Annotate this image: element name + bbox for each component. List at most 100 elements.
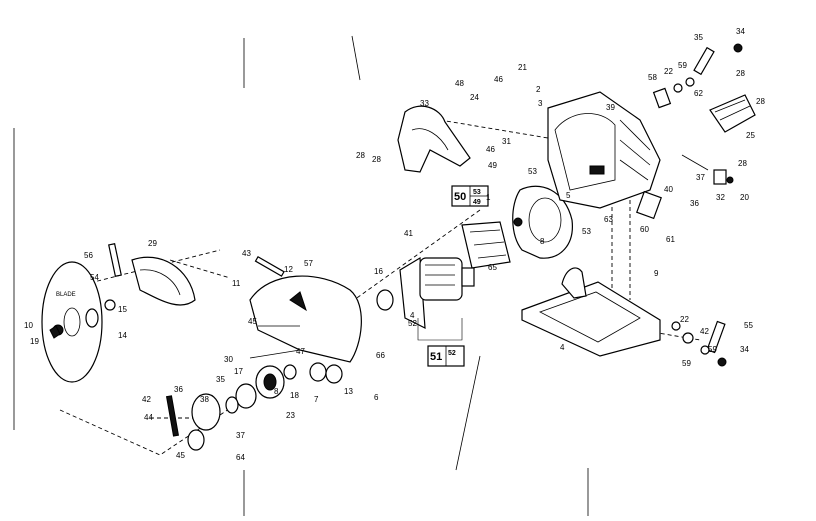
- part-label-18: 18: [290, 391, 299, 400]
- part-label-49: 49: [488, 161, 497, 170]
- part-label-66: 66: [376, 351, 385, 360]
- part-label-24: 24: [470, 93, 479, 102]
- part-label-37: 37: [236, 431, 245, 440]
- part-label-25: 25: [746, 131, 755, 140]
- part-label-14: 14: [118, 331, 127, 340]
- cover-25: [709, 94, 756, 133]
- switch-60: [636, 190, 662, 220]
- part-label-36: 36: [690, 199, 699, 208]
- part-label-35: 35: [216, 375, 225, 384]
- wrench-64: [187, 429, 205, 451]
- part-label-64: 64: [236, 453, 245, 462]
- box51-main: 51: [430, 351, 442, 363]
- base-shoe: [521, 281, 661, 357]
- wrench-36: [165, 395, 180, 437]
- bearing-13: [309, 362, 327, 382]
- box50-top: 53: [473, 189, 481, 196]
- washer-15: [104, 299, 116, 311]
- part-label-48: 48: [455, 79, 464, 88]
- part-label-2: 2: [536, 85, 541, 94]
- field-stator: [512, 185, 573, 259]
- part-label-28: 28: [356, 151, 365, 160]
- part-label-1: 1: [486, 193, 491, 202]
- part-label-8: 8: [274, 387, 279, 396]
- depth-bracket: [561, 267, 587, 299]
- cover-25-ribs: [714, 99, 751, 121]
- armature-core: [419, 257, 463, 301]
- part-label-45: 45: [248, 317, 257, 326]
- pivot-pin-43: [254, 255, 285, 277]
- part-label-28: 28: [736, 69, 745, 78]
- part-label-4: 4: [410, 311, 415, 320]
- part-label-34: 34: [736, 27, 745, 36]
- washer-37: [225, 396, 239, 414]
- part-label-16: 16: [374, 267, 383, 276]
- guard-marker: [289, 291, 307, 312]
- assembly-line-lower: [59, 394, 251, 456]
- housing-face: [554, 113, 616, 191]
- part-label-59: 59: [682, 359, 691, 368]
- bracket-35-top: [693, 46, 715, 76]
- field-bore: [528, 197, 562, 243]
- part-label-17: 17: [234, 367, 243, 376]
- part-label-28: 28: [738, 159, 747, 168]
- lever-56: [108, 243, 122, 277]
- part-label-30: 30: [224, 355, 233, 364]
- part-label-15: 15: [118, 305, 127, 314]
- part-label-6: 6: [374, 393, 379, 402]
- lower-guard-edge: [139, 269, 181, 296]
- part-label-23: 23: [286, 411, 295, 420]
- part-label-41: 41: [404, 229, 413, 238]
- blade-arbor-hole: [63, 307, 81, 337]
- washer-22-top: [673, 83, 683, 93]
- part-label-54: 54: [90, 273, 99, 282]
- part-label-62: 62: [694, 89, 703, 98]
- outer-flange: [85, 308, 99, 328]
- box50-bottom: 49: [473, 199, 481, 206]
- armature-windings: [425, 264, 455, 286]
- part-label-28: 28: [372, 155, 381, 164]
- part-label-47: 47: [296, 347, 305, 356]
- part-label-21: 21: [518, 63, 527, 72]
- part-label-58: 58: [648, 73, 657, 82]
- part-label-22: 22: [664, 67, 673, 76]
- part-label-4: 4: [560, 343, 565, 352]
- armature-fan: [399, 256, 426, 330]
- part-label-11: 11: [232, 279, 241, 288]
- part-label-44: 44: [144, 413, 153, 422]
- part-label-3: 3: [538, 99, 543, 108]
- brush-32: [713, 169, 727, 185]
- box50-main: 50: [454, 191, 466, 203]
- bracket-55-low: [706, 320, 726, 354]
- part-label-13: 13: [344, 387, 353, 396]
- part-label-45: 45: [176, 451, 185, 460]
- assembly-line-handle: [439, 119, 561, 141]
- assembly-line-armature: [339, 209, 481, 311]
- motor-housing: [547, 91, 661, 209]
- nut-34-top: [733, 43, 743, 53]
- part-label-42: 42: [700, 327, 709, 336]
- part-label-9: 9: [654, 269, 659, 278]
- part-label-38: 38: [200, 395, 209, 404]
- part-label-43: 43: [242, 249, 251, 258]
- part-label-46: 46: [486, 145, 495, 154]
- baffle-65: [461, 221, 511, 269]
- screw-20: [726, 176, 734, 184]
- washer-42-low: [700, 345, 710, 355]
- bearing-8: [283, 364, 297, 380]
- screw-37: [681, 154, 709, 171]
- part-label-7: 7: [314, 395, 319, 404]
- bearing-6: [325, 364, 343, 384]
- blade-nut: [49, 325, 61, 339]
- nut-34-low: [717, 357, 727, 367]
- part-label-5: 5: [566, 191, 571, 200]
- washer-59-top: [685, 77, 695, 87]
- part-label-12: 12: [284, 265, 293, 274]
- part-label-53: 53: [582, 227, 591, 236]
- part-label-55: 55: [744, 321, 753, 330]
- part-label-28: 28: [756, 97, 765, 106]
- washer-59-low: [682, 332, 694, 344]
- part-label-20: 20: [740, 193, 749, 202]
